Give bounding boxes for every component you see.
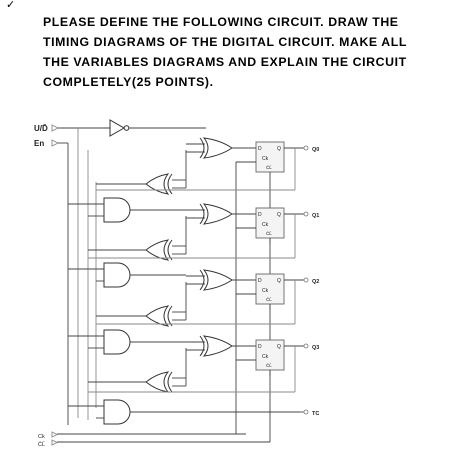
ff1-d-label: D	[258, 212, 262, 218]
ff1-ck-label: Ck	[262, 222, 269, 228]
flipflop-2: D Q Ck C̄L̄	[236, 273, 285, 310]
and-gates	[68, 197, 300, 425]
ff3-d-label: D	[258, 344, 262, 350]
output-label-q0: Q0	[312, 147, 319, 153]
ff0-ck-label: Ck	[262, 156, 269, 162]
ff2-cl-label: C̄L̄	[266, 296, 272, 302]
flipflop-3: D Q Ck C̄L̄	[236, 339, 285, 376]
question-line-1: PLEASE DEFINE THE FOLLOWING CIRCUIT. DRA…	[43, 15, 399, 29]
ff0-cl-label: C̄L̄	[266, 164, 272, 170]
ff3-cl-label: C̄L̄	[266, 362, 272, 368]
ff1-q-label: Q	[277, 212, 281, 218]
input-label-clock: Ck	[38, 434, 45, 440]
ff2-ck-label: Ck	[262, 288, 269, 294]
question-line-2: TIMING DIAGRAMS OF THE DIGITAL CIRCUIT. …	[43, 35, 407, 49]
ff3-q-label: Q	[277, 344, 281, 350]
flipflop-1: D Q Ck C̄L̄	[236, 207, 285, 244]
checkmark: ✓	[6, 0, 16, 11]
input-pins	[51, 124, 60, 446]
ff3-ck-label: Ck	[262, 354, 269, 360]
xor-gates-right	[130, 137, 256, 357]
input-label-updown: U/D̄	[34, 124, 48, 133]
ff0-d-label: D	[258, 146, 262, 152]
output-label-q2: Q2	[312, 279, 319, 285]
not-gate	[58, 119, 206, 137]
question-line-3: THE VARIABLES DIAGRAMS AND EXPLAIN THE C…	[43, 55, 407, 69]
xor-gates-left	[88, 150, 187, 393]
output-label-q3: Q3	[312, 345, 319, 351]
ff2-q-label: Q	[277, 278, 281, 284]
flipflop-0: D Q Ck C̄L̄	[236, 141, 285, 178]
ff2-d-label: D	[258, 278, 262, 284]
question-text: PLEASE DEFINE THE FOLLOWING CIRCUIT. DRA…	[43, 12, 463, 92]
input-label-enable: En	[34, 139, 44, 148]
ff0-q-label: Q	[277, 146, 281, 152]
output-label-q1: Q1	[312, 213, 319, 219]
ff1-cl-label: C̄L̄	[266, 230, 272, 236]
input-label-clear: C̄L̄	[38, 441, 45, 448]
output-wires	[88, 145, 309, 415]
output-label-tc: TC	[312, 411, 319, 417]
question-line-4: COMPLETELY(25 POINTS).	[43, 75, 214, 89]
